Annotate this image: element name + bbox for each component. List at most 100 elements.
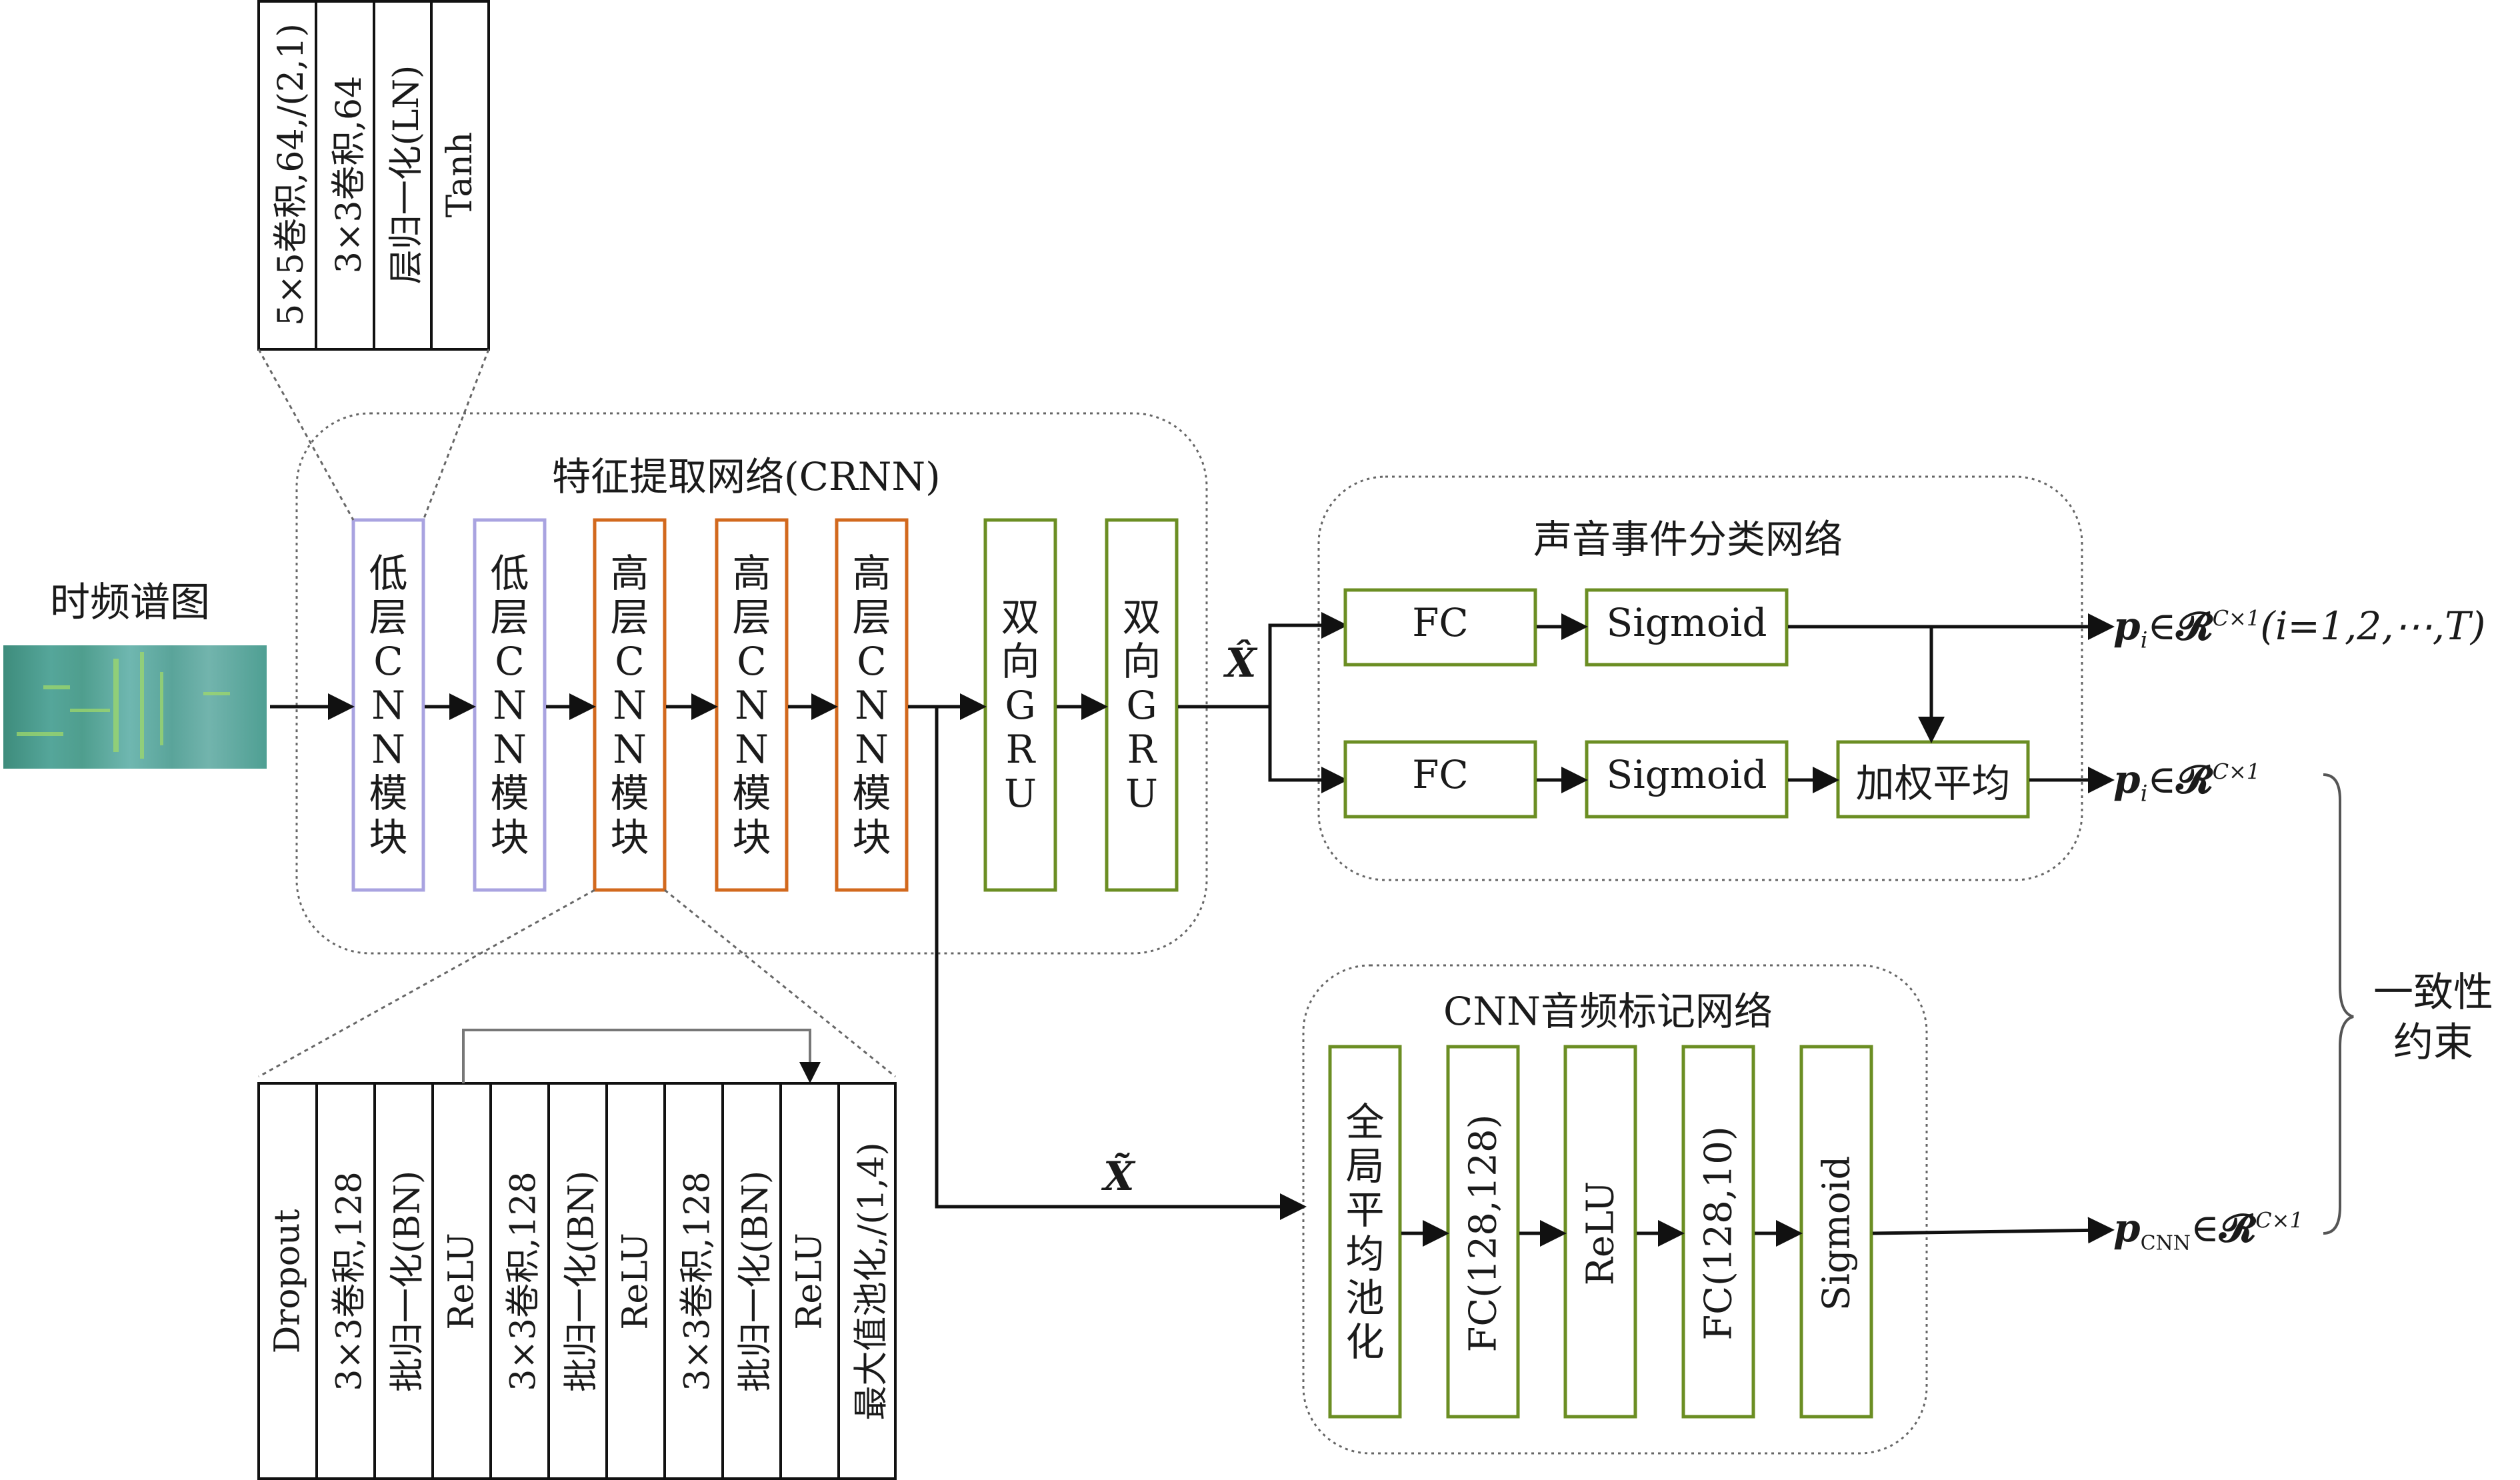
sed-fc-2-label: FC [1412, 752, 1469, 797]
crnn-block-5-char: N [855, 682, 889, 728]
crnn-block-5-char: 块 [852, 814, 891, 860]
cnn-tag-block-3 [1563, 1045, 1637, 1419]
crnn-block-2-char: 低 [490, 550, 529, 596]
crnn-group-box [295, 412, 1208, 955]
cnn-tag-block-1-label: 全局平均池化 [1330, 1047, 1400, 1417]
zoom-line-low-1 [257, 349, 355, 521]
sed-sigmoid-2-label: Sigmoid [1606, 752, 1767, 797]
high-detail-cell: 批归一化(BN) [735, 1170, 775, 1392]
high-detail-cell: ReLU [441, 1232, 482, 1330]
crnn-block-6-char: 向 [1001, 638, 1040, 684]
crnn-block-4-char: 层 [732, 594, 771, 640]
crnn-block-2-char: N [493, 682, 527, 728]
sed-sigmoid-1-label: Sigmoid [1606, 600, 1767, 645]
sed-fc-1 [1343, 588, 1537, 667]
cnn-tag-block-4 [1681, 1045, 1755, 1419]
crnn-block-6-char: U [1004, 770, 1037, 816]
sed-fc-1-label: FC [1412, 600, 1469, 645]
cnn-tag-block-5-label: Sigmoid [1815, 1155, 1858, 1311]
output-frame-prob: pi∈𝓡C×1(i=1,2,⋯,T) [2113, 603, 2486, 654]
crnn-block-6 [983, 518, 1057, 892]
crnn-block-3-char: C [615, 638, 645, 684]
crnn-block-4 [715, 518, 789, 892]
cnn-tag-block-1-char: 平 [1345, 1187, 1385, 1233]
output-cnn-prob: pCNN∈𝓡C×1 [2113, 1205, 2303, 1255]
crnn-block-7-char: G [1126, 682, 1157, 728]
crnn-block-1-char: 低 [369, 550, 408, 596]
crnn-block-6-char: 双 [1001, 594, 1040, 640]
crnn-block-3-char: 模 [610, 770, 649, 816]
crnn-block-1-char: C [373, 638, 403, 684]
crnn-block-5-char: N [855, 726, 889, 772]
cnn-tag-block-2 [1446, 1045, 1520, 1419]
high-detail-cell: 最大值池化,/(1,4) [851, 1141, 891, 1421]
crnn-title: 特征提取网络(CRNN) [552, 454, 941, 499]
sed-group-box [1317, 475, 2083, 881]
high-detail-cell: 3×3卷积,128 [503, 1171, 543, 1391]
crnn-block-6-char: R [1005, 726, 1035, 772]
crnn-block-3-char: N [613, 726, 647, 772]
cnn-tag-block-1-char: 均 [1345, 1231, 1385, 1277]
crnn-block-3-char: N [613, 682, 647, 728]
high-cnn-detail-table [257, 1082, 897, 1480]
low-detail-cell-2: 3×3卷积,64 [329, 75, 369, 274]
crnn-block-1-char: 模 [369, 770, 408, 816]
crnn-block-4-char: N [735, 726, 769, 772]
crnn-block-3-char: 层 [610, 594, 649, 640]
crnn-block-7-char: R [1127, 726, 1157, 772]
sed-title: 声音事件分类网络 [1533, 517, 1843, 562]
high-detail-cell: ReLU [615, 1232, 656, 1330]
high-detail-cell: ReLU [789, 1232, 830, 1330]
crnn-block-5-char: 模 [852, 770, 891, 816]
crnn-block-2-char: N [493, 726, 527, 772]
crnn-block-1 [351, 518, 425, 892]
crnn-block-2 [473, 518, 547, 892]
arrow-tag5-out [1872, 1217, 2115, 1244]
crnn-block-4-char: N [735, 682, 769, 728]
sed-sigmoid-2 [1585, 740, 1789, 819]
crnn-block-2-char: C [495, 638, 525, 684]
crnn-block-3-char: 高 [610, 550, 649, 596]
residual-skip-arrow [462, 1029, 821, 1083]
cnn-tag-block-1-char: 池 [1345, 1275, 1385, 1321]
crnn-block-2-char: 层 [490, 594, 529, 640]
zoom-line-high-2 [664, 889, 896, 1078]
crnn-block-5-char: 高 [852, 550, 891, 596]
crnn-block-5-char: 层 [852, 594, 891, 640]
sed-fc-2 [1343, 740, 1537, 819]
cnn-tag-block-1-char: 化 [1345, 1319, 1385, 1365]
crnn-block-1-char: N [371, 682, 405, 728]
consistency-label-line1: 一致性 [2373, 969, 2493, 1016]
crnn-block-5-char: C [857, 638, 887, 684]
crnn-block-7-char: 向 [1122, 638, 1161, 684]
crnn-block-2-char: 模 [490, 770, 529, 816]
crnn-block-1-char: 块 [369, 814, 408, 860]
cnn-tag-block-1 [1328, 1045, 1402, 1419]
crnn-block-4-char: 模 [732, 770, 771, 816]
high-detail-cell: 3×3卷积,128 [329, 1171, 369, 1391]
high-detail-cell: 3×3卷积,128 [677, 1171, 717, 1391]
cnn-tag-block-2-label: FC(128,128) [1461, 1114, 1505, 1353]
high-detail-cell: 批归一化(BN) [561, 1170, 601, 1392]
branch-to-cnn-tagger [935, 707, 1307, 1220]
crnn-block-7 [1105, 518, 1179, 892]
crnn-block-1-char: N [371, 726, 405, 772]
crnn-block-2-char: 块 [490, 814, 529, 860]
x-tilde-symbol: X̃ [1103, 1153, 1135, 1200]
sed-weighted-avg-label: 加权平均 [1855, 761, 2011, 806]
low-detail-cell-1: 5×5卷积,64,/(2,1) [271, 23, 311, 326]
consistency-brace [2323, 773, 2354, 1235]
cnn-tag-block-5 [1799, 1045, 1873, 1419]
branch-to-sed-2 [1268, 707, 1348, 793]
cnn-tag-block-1-char: 全 [1345, 1099, 1385, 1145]
crnn-block-3-char: 块 [610, 814, 649, 860]
output-clip-prob: pi∈𝓡C×1 [2113, 757, 2261, 807]
x-hat-symbol: X̂ [1225, 640, 1257, 687]
